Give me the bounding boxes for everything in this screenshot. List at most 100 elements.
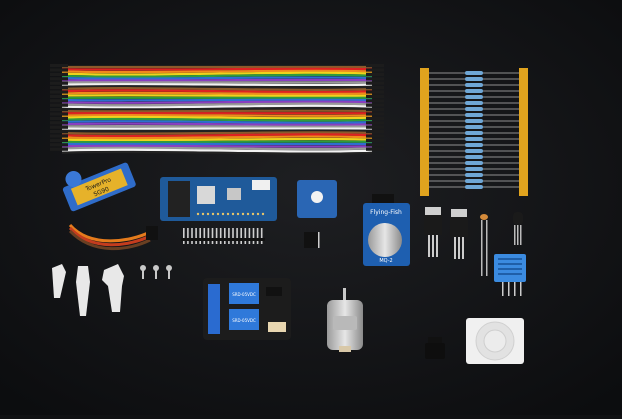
- wire-end-left: [50, 99, 68, 102]
- board-pin: [222, 213, 224, 215]
- header-pin: [187, 228, 189, 244]
- motor-end: [339, 346, 351, 352]
- sensor-element: [311, 191, 323, 203]
- header-pin-small: [318, 232, 320, 248]
- resistor-body: [465, 119, 483, 123]
- resistor-body: [465, 71, 483, 75]
- jumper-wire: [62, 95, 372, 96]
- resistor-body: [465, 137, 483, 141]
- resistor-body: [465, 149, 483, 153]
- gas-sensor-model: MQ-2: [379, 258, 392, 264]
- wire-end-left: [50, 73, 68, 76]
- wire-end-right: [366, 73, 384, 76]
- board-pin: [227, 213, 229, 215]
- wire-end-left: [50, 95, 68, 98]
- wire-end-right: [366, 68, 384, 71]
- wire-end-left: [50, 112, 68, 115]
- wire-end-left: [50, 68, 68, 71]
- jumper-wire: [62, 100, 372, 101]
- board-pin: [247, 213, 249, 215]
- board-pin: [207, 213, 209, 215]
- header-pin: [183, 228, 185, 244]
- resistor-tape-left: [420, 68, 429, 196]
- header-pin: [224, 228, 226, 244]
- resistor-body: [465, 131, 483, 135]
- relay-jumper: [268, 322, 286, 332]
- wire-end-right: [366, 108, 384, 111]
- board-pin: [257, 213, 259, 215]
- wire-end-left: [50, 104, 68, 107]
- wire-end-left: [50, 117, 68, 120]
- wire-end-right: [366, 77, 384, 80]
- jumper-wire: [62, 80, 372, 81]
- resistor-body: [465, 77, 483, 81]
- resistor-body: [465, 173, 483, 177]
- wire-end-right: [366, 112, 384, 115]
- header-pin: [216, 228, 218, 244]
- jumper-wire: [62, 108, 372, 109]
- header-pin: [240, 228, 242, 244]
- wire-end-right: [366, 82, 384, 85]
- header-pin: [228, 228, 230, 244]
- motor-shaft: [343, 288, 346, 302]
- resistor-body: [465, 167, 483, 171]
- header-pin: [204, 228, 206, 244]
- resistor-tape-right: [519, 68, 528, 196]
- header-strip: [181, 238, 265, 241]
- header-pin: [220, 228, 222, 244]
- resistor-body: [465, 185, 483, 189]
- board-pin: [262, 213, 264, 215]
- wire-end-right: [366, 64, 384, 67]
- servo-connector: [146, 226, 158, 240]
- wire-end-left: [50, 90, 68, 93]
- gas-sensor-header: [372, 194, 394, 203]
- wire-end-left: [50, 126, 68, 129]
- wire-end-right: [366, 130, 384, 133]
- wire-end-right: [366, 117, 384, 120]
- jumper-wire: [62, 111, 372, 112]
- header-pin: [236, 228, 238, 244]
- board-pin: [237, 213, 239, 215]
- header-pin: [261, 228, 263, 244]
- board-module: [168, 181, 190, 217]
- jumper-wire: [62, 130, 372, 131]
- board-pin: [212, 213, 214, 215]
- resistor-body: [465, 107, 483, 111]
- wire-end-left: [50, 82, 68, 85]
- sensor-header: [304, 232, 318, 248]
- wire-end-left: [50, 77, 68, 80]
- jumper-wire: [62, 146, 372, 147]
- pir-lens: [484, 330, 506, 352]
- jumper-wire: [62, 69, 372, 70]
- board-pin: [232, 213, 234, 215]
- resistor-body: [465, 155, 483, 159]
- header-pin: [245, 228, 247, 244]
- wire-end-left: [50, 143, 68, 146]
- jumper-wire: [62, 84, 372, 85]
- board-pin: [252, 213, 254, 215]
- wire-end-right: [366, 134, 384, 137]
- relay-header: [266, 287, 282, 296]
- wire-end-right: [366, 139, 384, 142]
- jumper-wire: [62, 93, 372, 94]
- jumper-wire: [62, 77, 372, 78]
- board-pin: [242, 213, 244, 215]
- wire-end-right: [366, 126, 384, 129]
- resistor-body: [465, 125, 483, 129]
- wire-end-left: [50, 130, 68, 133]
- wire-end-right: [366, 143, 384, 146]
- motor-band: [333, 316, 357, 330]
- relay-module: SRD-05VDC SRD-05VDC: [203, 278, 291, 340]
- header-pin: [257, 228, 259, 244]
- resistor-body: [465, 113, 483, 117]
- resistor-body: [465, 89, 483, 93]
- wifi-dev-board: [160, 177, 277, 221]
- buzzer: [425, 337, 445, 359]
- wire-end-right: [366, 121, 384, 124]
- board-chip: [197, 186, 215, 204]
- gas-sensor-module: Flying-Fish MQ-2: [363, 194, 410, 266]
- relay-terminal: [208, 284, 220, 334]
- wire-end-left: [50, 108, 68, 111]
- board-pin: [217, 213, 219, 215]
